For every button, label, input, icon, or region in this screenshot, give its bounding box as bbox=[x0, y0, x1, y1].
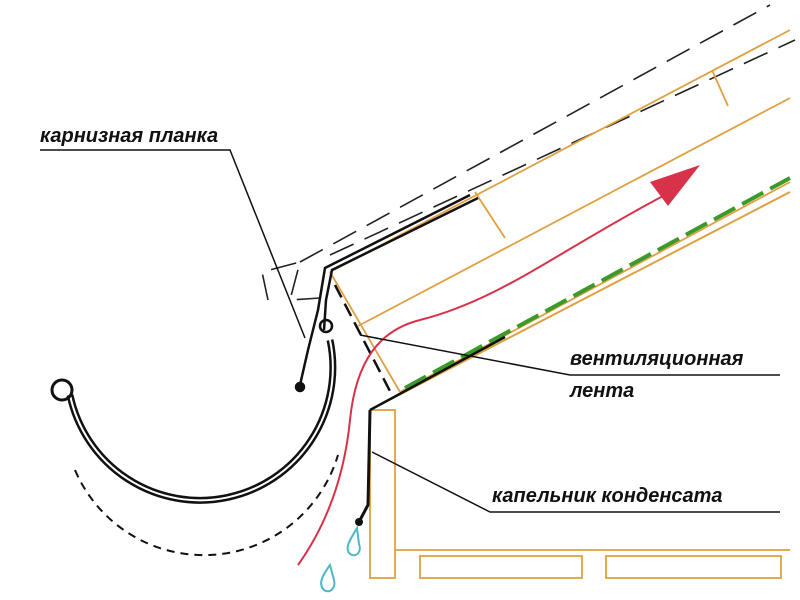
eaves-strip bbox=[294, 193, 479, 393]
gutter bbox=[50, 339, 339, 557]
water-drop-icon bbox=[320, 524, 361, 593]
label-condensate-drip: капельник конденсата bbox=[492, 485, 723, 507]
rafter-underside bbox=[369, 191, 791, 411]
airflow-curve bbox=[297, 194, 666, 566]
leader-lines bbox=[40, 149, 780, 513]
label-vent-tape-1: вентиляционная bbox=[570, 348, 744, 370]
condensate-drip-edge bbox=[355, 409, 372, 526]
roof-tile-outline bbox=[261, 4, 796, 301]
membrane-line bbox=[404, 176, 791, 390]
rafter-edge-black bbox=[369, 335, 506, 412]
label-vent-tape-2: лента bbox=[570, 380, 635, 402]
airflow-arrow-icon bbox=[650, 165, 700, 206]
label-eaves-strip: карнизная планка bbox=[40, 125, 219, 147]
